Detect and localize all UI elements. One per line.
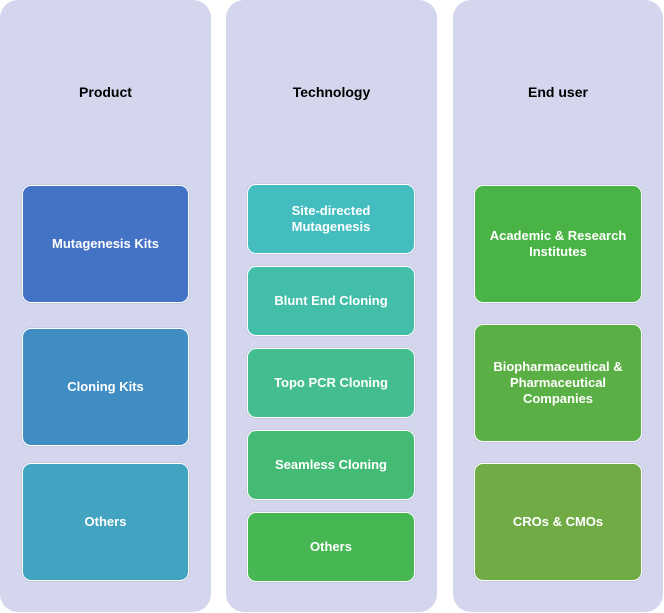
- technology-others-box: Others: [247, 512, 415, 582]
- technology-column: Technology Site-directed Mutagenesis Blu…: [226, 0, 437, 612]
- product-title: Product: [79, 84, 132, 100]
- seamless-cloning-box: Seamless Cloning: [247, 430, 415, 500]
- product-others-box: Others: [22, 463, 189, 581]
- site-directed-mutagenesis-box: Site-directed Mutagenesis: [247, 184, 415, 254]
- blunt-end-cloning-box: Blunt End Cloning: [247, 266, 415, 336]
- product-column: Product Mutagenesis Kits Cloning Kits Ot…: [0, 0, 211, 612]
- end-user-column: End user Academic & Research Institutes …: [453, 0, 663, 612]
- topo-pcr-cloning-box: Topo PCR Cloning: [247, 348, 415, 418]
- cros-cmos-box: CROs & CMOs: [474, 463, 642, 581]
- biopharmaceutical-companies-box: Biopharmaceutical & Pharmaceutical Compa…: [474, 324, 642, 442]
- academic-research-institutes-box: Academic & Research Institutes: [474, 185, 642, 303]
- mutagenesis-kits-box: Mutagenesis Kits: [22, 185, 189, 303]
- end-user-title: End user: [528, 84, 588, 100]
- cloning-kits-box: Cloning Kits: [22, 328, 189, 446]
- technology-title: Technology: [292, 84, 371, 100]
